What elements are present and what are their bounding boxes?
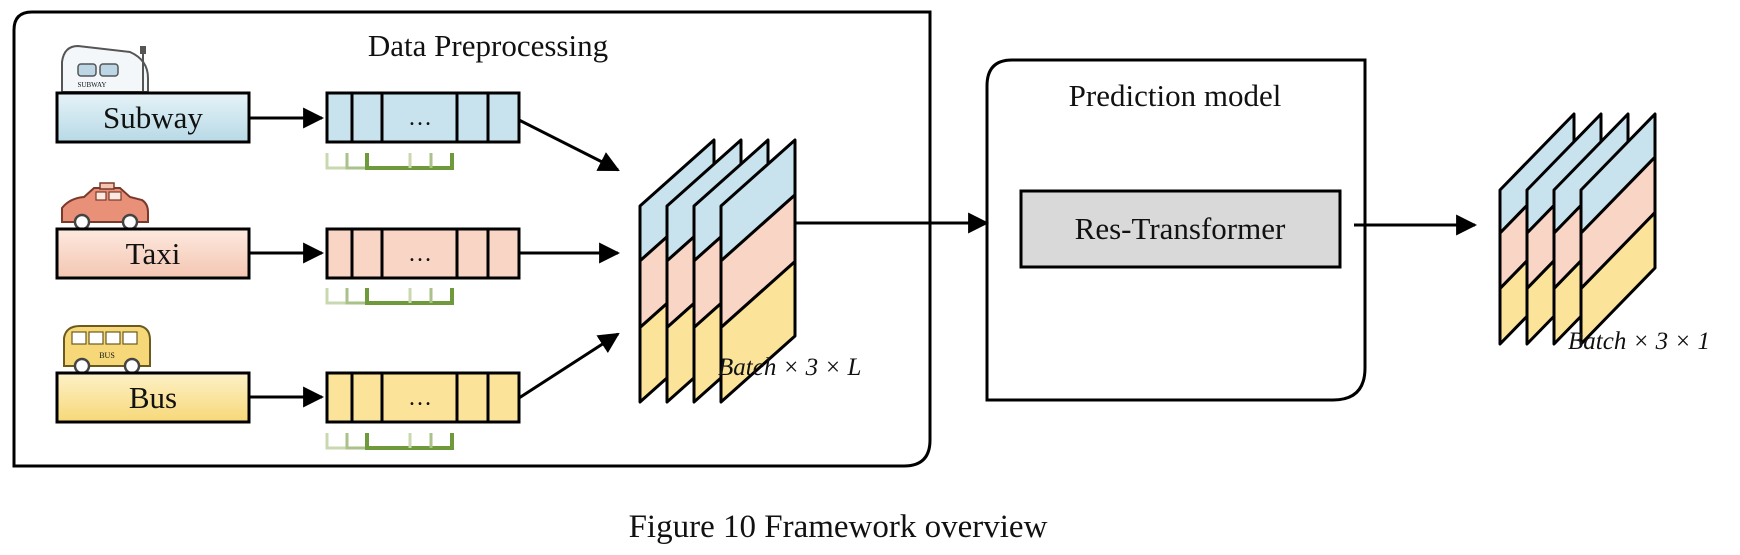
sliding-window-bus <box>325 433 454 450</box>
svg-text:SUBWAY: SUBWAY <box>78 81 107 89</box>
sequence-ellipsis: … <box>408 105 432 131</box>
output-tensor <box>1498 112 1657 346</box>
source-subway: Subway <box>55 91 251 144</box>
data-preprocessing-panel: Data Preprocessing <box>12 10 932 468</box>
input-tensor <box>638 138 797 404</box>
sliding-window-taxi <box>325 288 454 305</box>
sequence-taxi: … <box>325 227 521 280</box>
res-transformer-label: Res-Transformer <box>1075 211 1286 246</box>
prediction-model-title: Prediction model <box>1069 78 1282 113</box>
figure-caption: Figure 10 Framework overview <box>629 509 1048 545</box>
input-tensor-label: Batch × 3 × L <box>718 354 861 381</box>
bus-layer <box>719 260 797 404</box>
source-bus: Bus <box>55 371 251 424</box>
tensor-slice <box>719 138 797 404</box>
arrow-bus-to-tensor <box>518 332 620 400</box>
prediction-model-panel: Prediction model Res-Transformer <box>985 58 1367 402</box>
bus-icon: BUS <box>63 325 151 375</box>
output-tensor-label: Batch × 3 × 1 <box>1568 328 1710 355</box>
data-preprocessing-title: Data Preprocessing <box>368 28 608 63</box>
subway-train-icon: SUBWAY <box>61 44 149 93</box>
arrow-subway-to-tensor <box>518 118 620 172</box>
sequence-ellipsis: … <box>408 241 432 267</box>
svg-text:BUS: BUS <box>99 351 115 360</box>
source-label-bus: Bus <box>129 380 177 415</box>
bus-layer <box>1579 211 1657 346</box>
sequence-subway: … <box>325 91 521 144</box>
res-transformer-block <box>1019 189 1342 269</box>
sequence-ellipsis: … <box>408 385 432 411</box>
tensor-slice <box>1579 112 1657 346</box>
sequence-bus: … <box>325 371 521 424</box>
sliding-window-subway <box>325 153 454 170</box>
taxi-car-icon <box>61 182 149 231</box>
source-taxi: Taxi <box>55 227 251 280</box>
source-label-subway: Subway <box>103 100 203 135</box>
source-label-taxi: Taxi <box>126 236 181 271</box>
